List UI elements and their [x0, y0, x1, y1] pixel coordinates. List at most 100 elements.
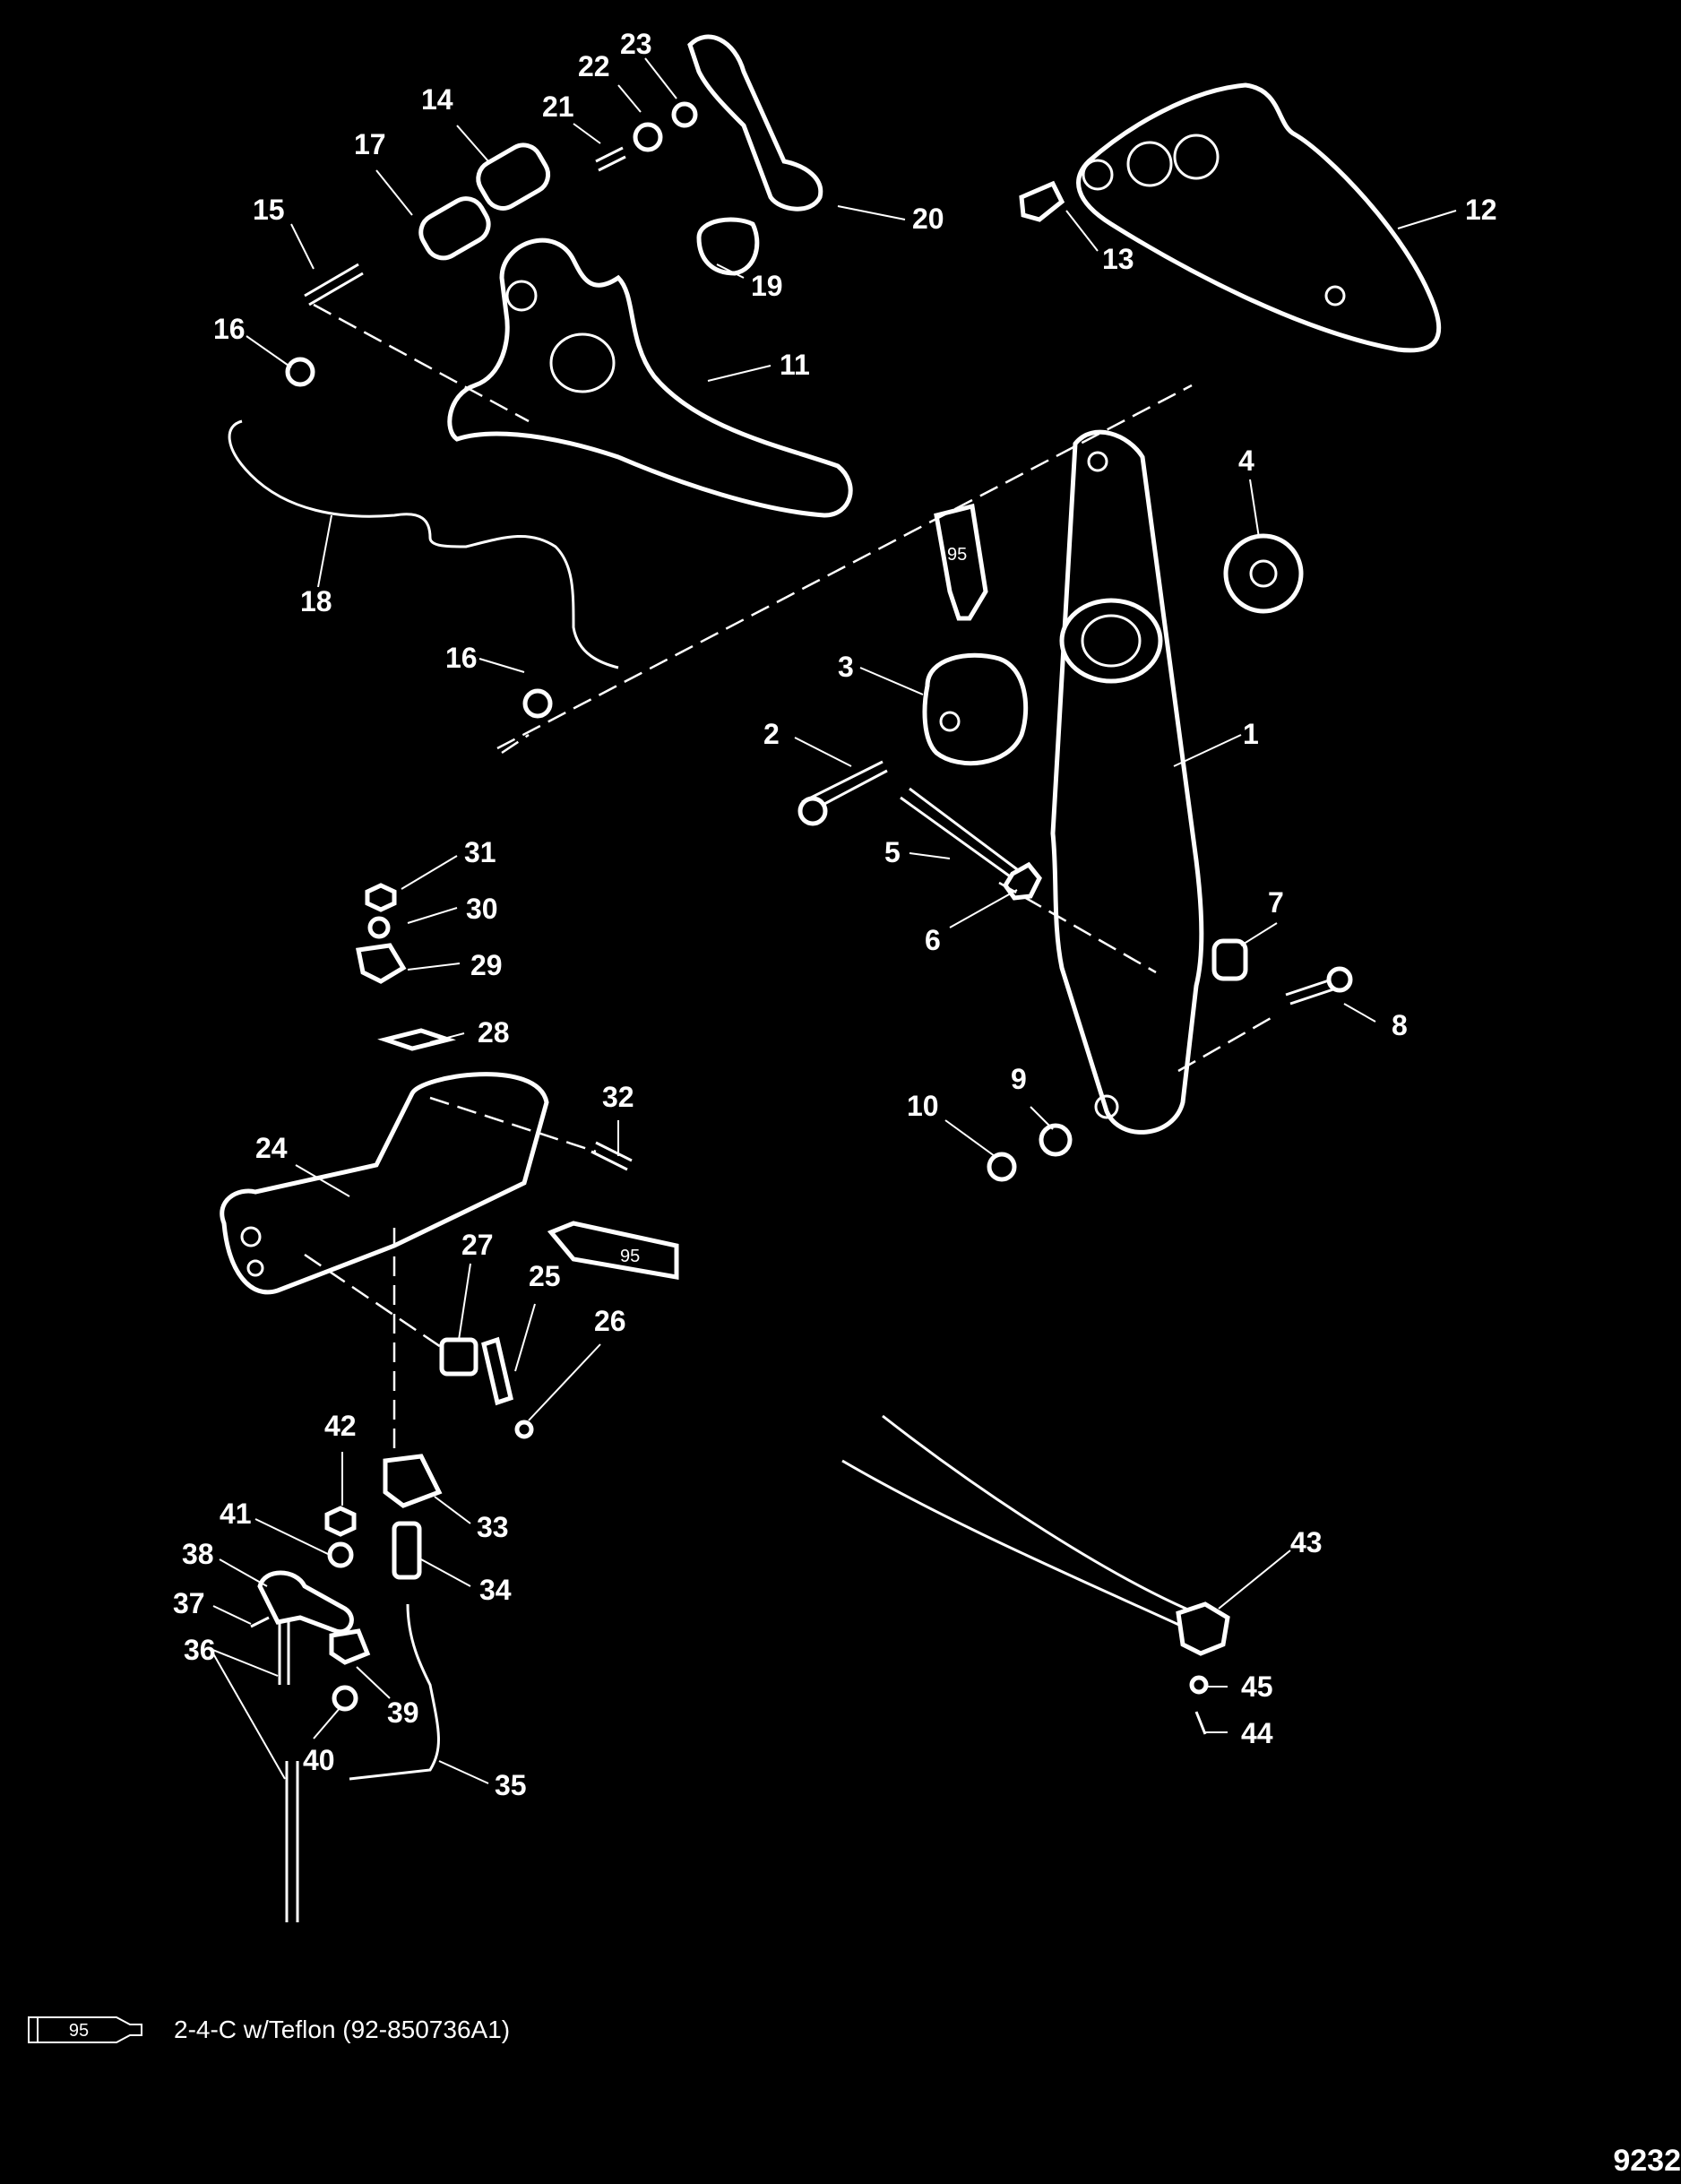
- part-17-sleeve: [418, 196, 491, 261]
- part-34-spring: [392, 1521, 422, 1580]
- callout-2: 2: [763, 718, 780, 750]
- part-3-bushing: [922, 652, 1029, 766]
- part-12-cover: [1076, 82, 1442, 353]
- part-42-nut: [324, 1506, 357, 1537]
- part-43-switch: [1176, 1601, 1230, 1656]
- callout-16-lower: 16: [445, 642, 478, 674]
- callout-23: 23: [620, 28, 652, 60]
- callout-30: 30: [466, 893, 498, 925]
- callout-24: 24: [255, 1132, 288, 1164]
- callout-9: 9: [1011, 1063, 1027, 1095]
- part-7-roller: [1211, 938, 1248, 981]
- callout-42: 42: [324, 1410, 357, 1442]
- part-18-rod: [228, 419, 619, 669]
- part-23-lockwasher: [671, 101, 698, 128]
- callout-26: 26: [594, 1305, 626, 1337]
- part-14-sleeve: [476, 142, 551, 211]
- part-37-pin: [250, 1616, 270, 1628]
- part-30-washer: [367, 916, 391, 939]
- part-1-lever: [1050, 429, 1204, 1135]
- callout-37: 37: [173, 1587, 205, 1619]
- drawing-number: 9232: [1613, 2144, 1681, 2178]
- part-9-washer: [1039, 1123, 1073, 1157]
- legend: 95 2-4-C w/Teflon (92-850736A1): [27, 2012, 510, 2048]
- callout-28: 28: [478, 1016, 510, 1049]
- callout-16-upper: 16: [213, 313, 246, 345]
- callout-5: 5: [884, 836, 901, 868]
- part-drawings: [220, 34, 1442, 1922]
- callout-4: 4: [1238, 445, 1254, 477]
- part-40-washer: [332, 1685, 358, 1712]
- callout-6: 6: [925, 924, 941, 956]
- part-21-screw: [595, 146, 626, 172]
- alignment-lines: [304, 303, 1273, 1456]
- part-26-screw: [514, 1420, 534, 1439]
- callout-17: 17: [354, 128, 386, 160]
- tube-95-upper-label: 95: [947, 545, 967, 565]
- callout-45: 45: [1241, 1670, 1273, 1703]
- callout-14: 14: [421, 83, 453, 116]
- sealant-tube-icon: 95: [28, 2016, 142, 2043]
- callout-10: 10: [907, 1090, 939, 1122]
- part-35-link: [349, 1603, 440, 1781]
- callout-18: 18: [300, 585, 332, 617]
- callout-25: 25: [529, 1260, 561, 1292]
- callout-41: 41: [220, 1498, 252, 1530]
- part-5-bolt: [900, 787, 1018, 880]
- part-4-washer: [1223, 533, 1304, 614]
- callout-43: 43: [1290, 1526, 1323, 1558]
- legend-text: 2-4-C w/Teflon (92-850736A1): [174, 2016, 511, 2043]
- part-32-screw: [591, 1141, 633, 1171]
- part-28-plate: [377, 1028, 456, 1051]
- part-13-fitting: [1019, 180, 1065, 222]
- part-41-washer: [327, 1541, 354, 1568]
- part-36-rod-lower: [285, 1761, 299, 1922]
- callout-21: 21: [542, 91, 574, 123]
- part-16-clip-lower: [522, 688, 553, 719]
- part-38-lever: [257, 1570, 354, 1635]
- part-15-screw: [304, 263, 364, 306]
- part-25-plate: [481, 1336, 513, 1406]
- callout-20: 20: [912, 203, 944, 235]
- tube-95-upper: [934, 503, 988, 621]
- tube-95-lower: [547, 1221, 679, 1280]
- part-27-block: [439, 1337, 478, 1377]
- callout-40: 40: [303, 1744, 335, 1776]
- part-19-bushing: [696, 217, 760, 276]
- callout-32: 32: [602, 1081, 634, 1113]
- callout-3: 3: [838, 651, 854, 683]
- part-20-lever: [687, 34, 823, 211]
- leader-lines: [210, 57, 1457, 1784]
- legend-code: 95: [69, 2021, 89, 2041]
- part-16-clip-upper: [285, 357, 315, 387]
- part-33-bracket: [383, 1454, 443, 1508]
- callout-11: 11: [780, 349, 810, 381]
- callout-35: 35: [495, 1769, 527, 1801]
- part-43-harness: [882, 1414, 1197, 1615]
- part-45-washer: [1189, 1675, 1209, 1695]
- part-39-bushing: [329, 1628, 371, 1665]
- callout-13: 13: [1102, 243, 1134, 275]
- tube-95-lower-label: 95: [620, 1247, 640, 1266]
- part-10-nut: [987, 1152, 1017, 1182]
- callout-39: 39: [387, 1696, 419, 1729]
- part-31-nut: [365, 883, 397, 912]
- part-44-screw: [1194, 1711, 1207, 1735]
- callout-44: 44: [1241, 1717, 1273, 1749]
- callout-22: 22: [578, 50, 610, 82]
- callout-labels: 1 2 3 4 5 6 7 8 9 10 11 12 13 14 15 16 1…: [173, 28, 1497, 1801]
- callout-7: 7: [1268, 886, 1284, 919]
- callout-1: 1: [1243, 718, 1259, 750]
- callout-34: 34: [479, 1574, 512, 1606]
- part-22-washer: [633, 122, 663, 152]
- callout-19: 19: [751, 270, 783, 302]
- callout-15: 15: [253, 194, 285, 226]
- callout-38: 38: [182, 1538, 214, 1570]
- callout-12: 12: [1465, 194, 1497, 226]
- callout-31: 31: [464, 836, 496, 868]
- part-29-bracket: [356, 943, 407, 984]
- part-11-bracket: [447, 237, 853, 518]
- part-24-assembly: [220, 1072, 549, 1295]
- callout-33: 33: [477, 1511, 509, 1543]
